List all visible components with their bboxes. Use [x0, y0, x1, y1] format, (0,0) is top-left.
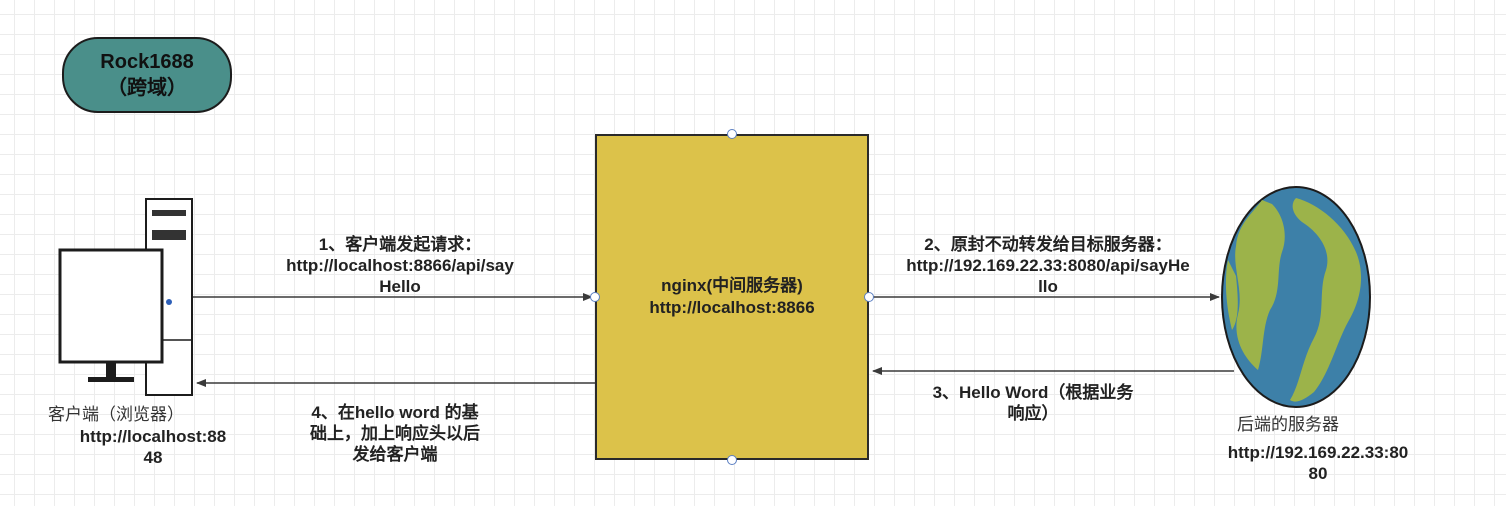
connection-handle-top[interactable]: [727, 129, 737, 139]
step1-line3: Hello: [379, 277, 421, 296]
step4-line1: 4、在hello word 的基: [311, 403, 479, 422]
client-url-line1: http://localhost:88: [79, 427, 227, 446]
client-url: http://localhost:88 48: [40, 426, 266, 468]
title-subtitle: （跨域）: [107, 77, 187, 99]
step3-line2: 响应）: [1007, 404, 1059, 423]
globe-icon: [1221, 186, 1371, 408]
step4-label: 4、在hello word 的基 础上，加上响应头以后 发给客户端: [280, 402, 510, 465]
step1-line1: 1、客户端发起请求：: [318, 235, 482, 254]
step4-line2: 础上，加上响应头以后: [310, 424, 480, 443]
step4-line3: 发给客户端: [352, 445, 438, 464]
step3-label: 3、Hello Word（根据业务 响应）: [893, 382, 1173, 424]
step3-line1: 3、Hello Word（根据业务: [932, 383, 1134, 402]
step2-line1: 2、原封不动转发给目标服务器：: [924, 235, 1172, 254]
connection-handle-bottom[interactable]: [727, 455, 737, 465]
nginx-url: http://localhost:8866: [649, 298, 815, 317]
connection-handle-left[interactable]: [590, 292, 600, 302]
step1-label: 1、客户端发起请求： http://localhost:8866/api/say…: [215, 234, 585, 297]
step2-line2: http://192.169.22.33:8080/api/sayHe: [906, 256, 1190, 275]
step2-line3: llo: [1038, 277, 1058, 296]
server-url-line2: 80: [1308, 464, 1328, 483]
step1-line2: http://localhost:8866/api/say: [286, 256, 514, 275]
nginx-node[interactable]: nginx(中间服务器) http://localhost:8866: [595, 134, 869, 460]
server-url: http://192.169.22.33:80 80: [1180, 442, 1456, 484]
server-url-line1: http://192.169.22.33:80: [1227, 443, 1409, 462]
client-name: 客户端（浏览器）: [48, 405, 184, 424]
computer-icon: [58, 198, 193, 396]
client-url-line2: 48: [143, 448, 163, 467]
title-badge: Rock1688 （跨域）: [62, 37, 232, 113]
connection-handle-right[interactable]: [864, 292, 874, 302]
step2-label: 2、原封不动转发给目标服务器： http://192.169.22.33:808…: [862, 234, 1234, 297]
nginx-label: nginx(中间服务器): [661, 276, 803, 295]
title-text: Rock1688: [100, 51, 194, 73]
server-name: 后端的服务器: [1237, 415, 1339, 434]
